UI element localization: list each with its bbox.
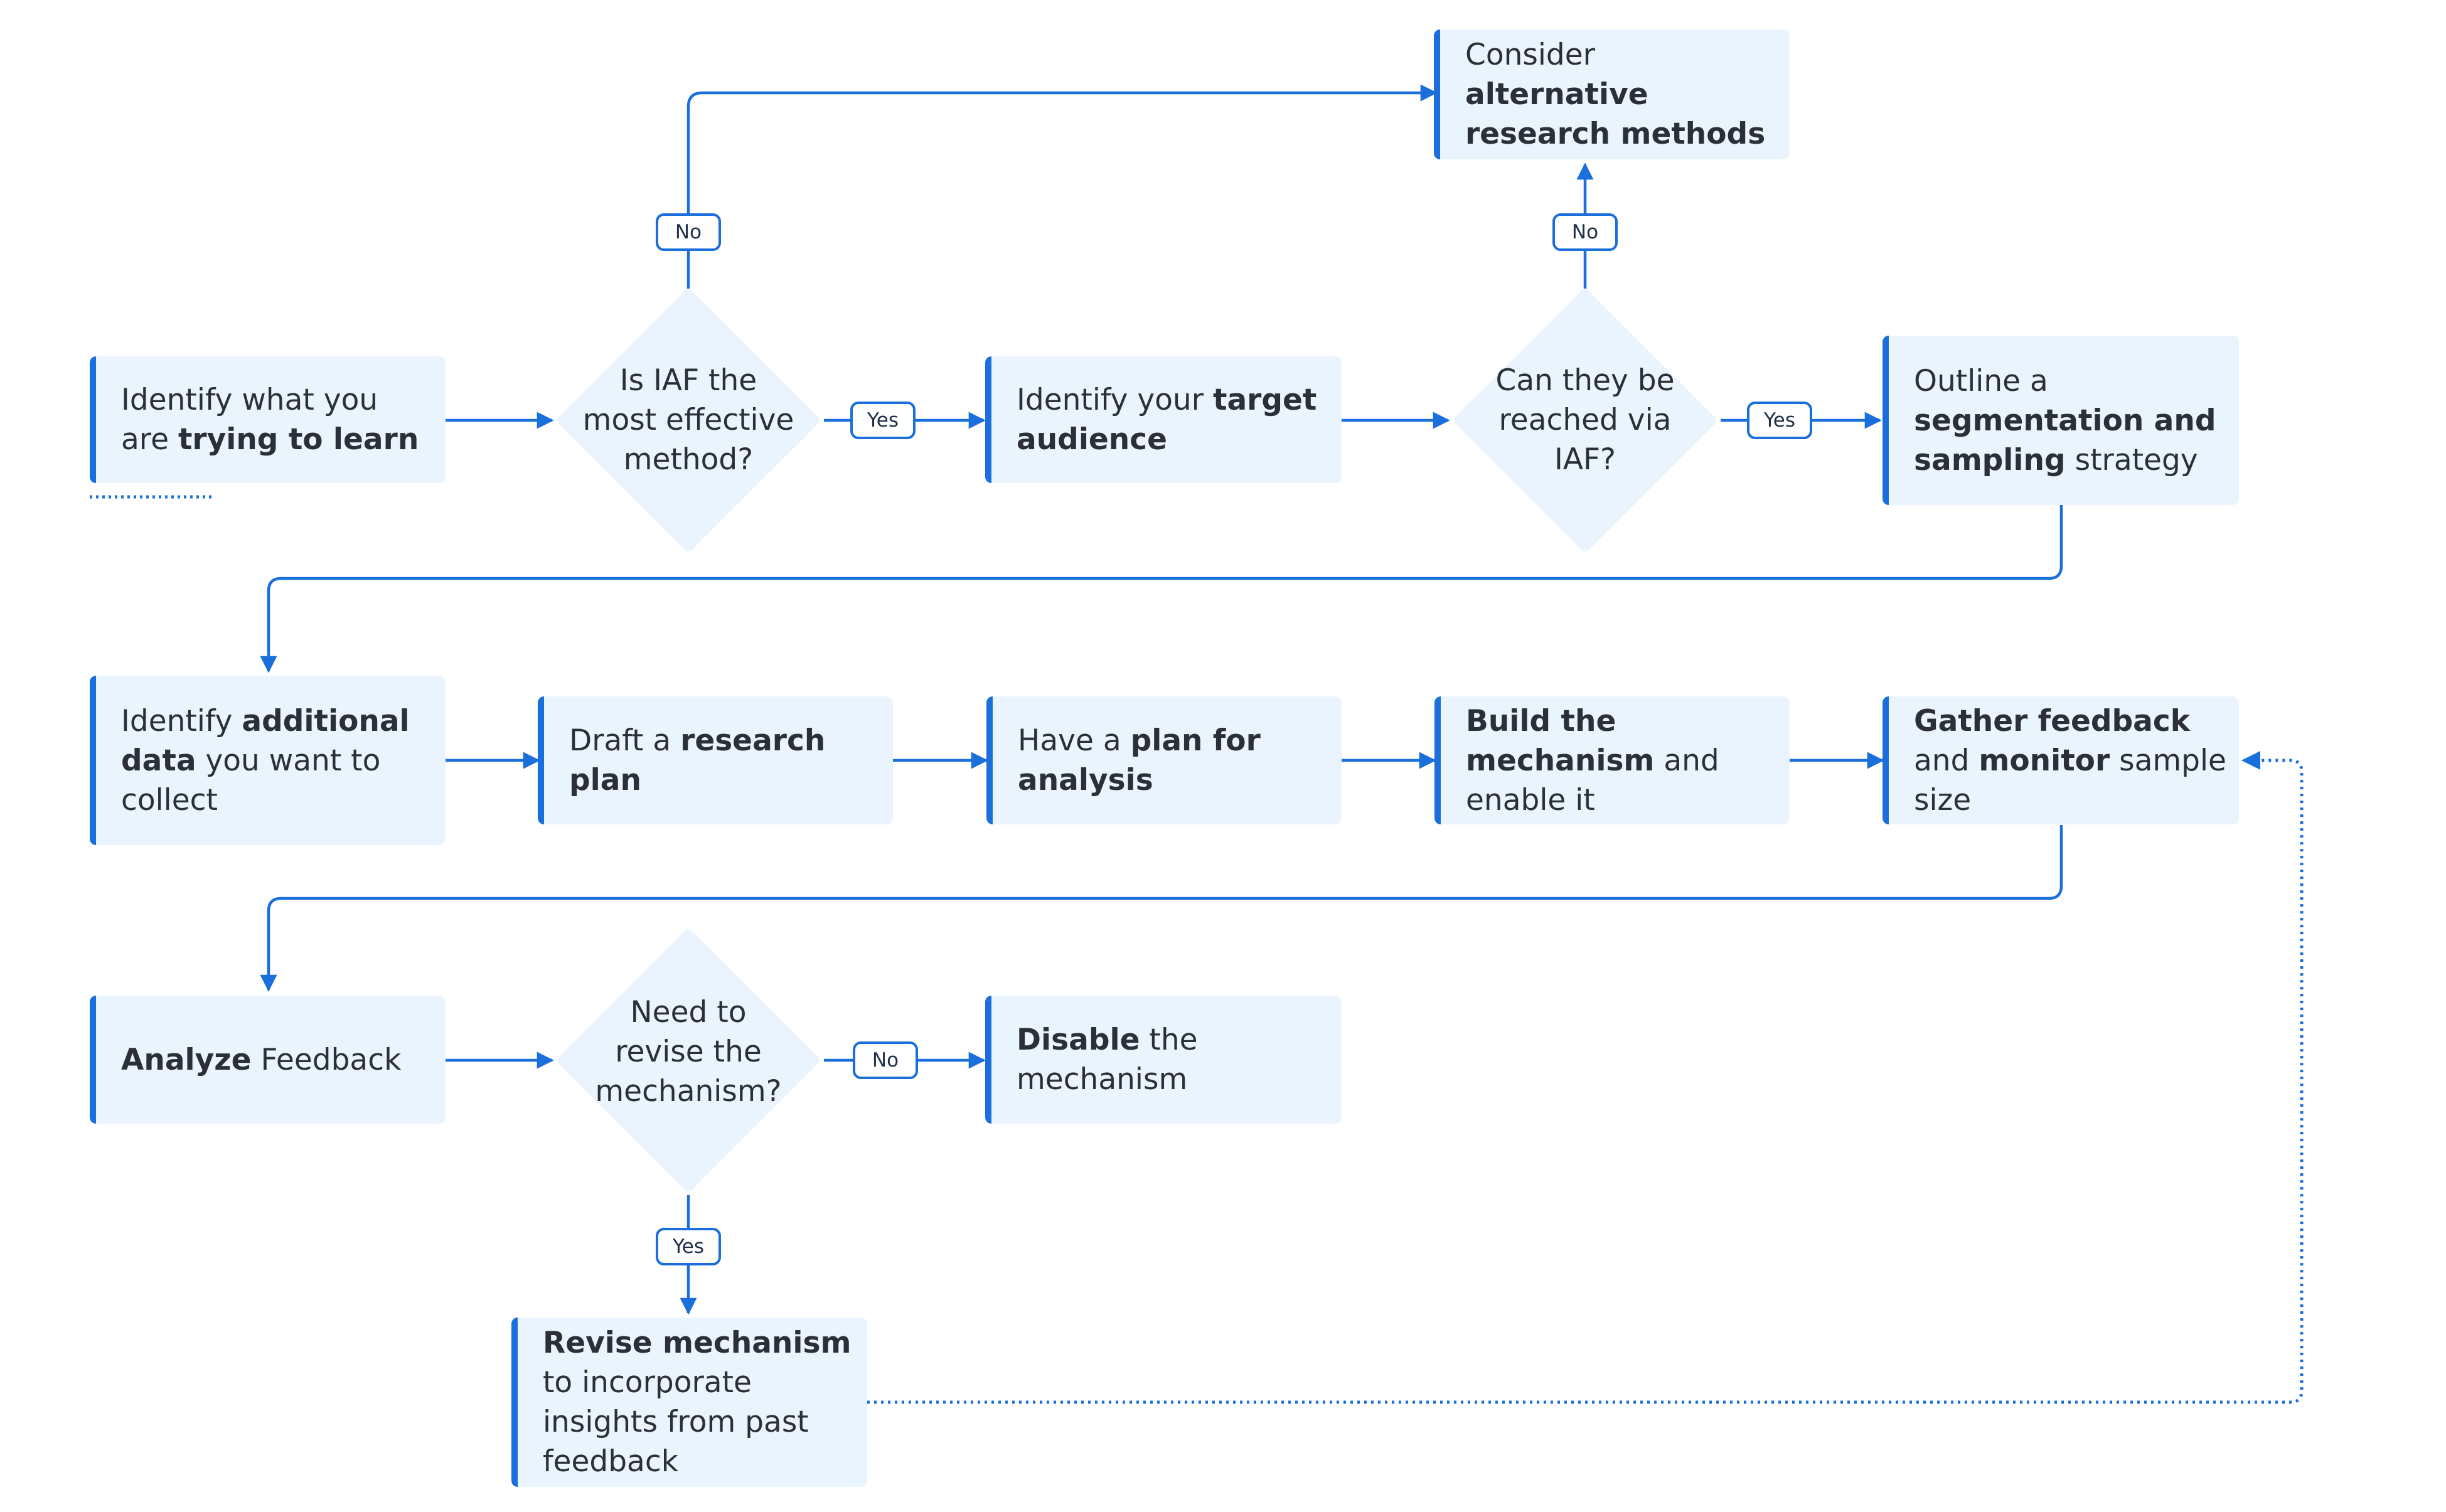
text: Outline a bbox=[1914, 363, 2048, 398]
text: strategy bbox=[2065, 442, 2198, 477]
text-bold: Revise mechanism bbox=[543, 1326, 852, 1360]
text: Feedback bbox=[251, 1042, 402, 1077]
text-bold: plan for analysis bbox=[1018, 723, 1261, 797]
arrow-decision1-no bbox=[686, 84, 1438, 289]
text: Consider bbox=[1465, 38, 1595, 72]
text: you want to collect bbox=[121, 743, 381, 817]
text-bold: segmentation and sampling bbox=[1914, 403, 2216, 477]
node-build-mechanism: Build the mechanism and enable it bbox=[1434, 696, 1790, 824]
text: the mechanism bbox=[1017, 1023, 1198, 1097]
node-research-plan: Draft a research plan bbox=[538, 696, 893, 824]
arrow-gather-to-analyze bbox=[260, 825, 2063, 992]
badge-no-revise: No bbox=[853, 1041, 918, 1079]
text-bold: target audience bbox=[1017, 383, 1317, 457]
text-bold: Gather feedback bbox=[1914, 703, 2190, 738]
text: Draft a bbox=[569, 723, 681, 758]
text-bold: additional data bbox=[121, 703, 410, 778]
badge-yes-reach: Yes bbox=[1747, 402, 1812, 439]
text-bold: monitor bbox=[1979, 743, 2110, 778]
text: sample size bbox=[1914, 743, 2226, 817]
node-analysis-plan: Have a plan for analysis bbox=[986, 696, 1342, 824]
badge-yes-iaf: Yes bbox=[850, 402, 916, 439]
node-analyze-feedback: Analyze Feedback bbox=[90, 996, 446, 1124]
text: to incorporate insights from past feedba… bbox=[543, 1365, 809, 1479]
node-disable-mechanism: Disable the mechanism bbox=[985, 996, 1342, 1124]
text-bold: Build the mechanism bbox=[1466, 703, 1655, 778]
node-target-audience: Identify your target audience bbox=[985, 356, 1342, 483]
text-bold: alternative research methods bbox=[1465, 77, 1766, 151]
node-consider-alternative: Consider alternative research methods bbox=[1434, 29, 1790, 159]
decision-label-reach: Can they be reached via IAF? bbox=[1495, 363, 1675, 477]
badge-yes-revise: Yes bbox=[656, 1228, 721, 1265]
badge-no-iaf: No bbox=[656, 213, 721, 251]
node-segmentation: Outline a segmentation and sampling stra… bbox=[1883, 336, 2239, 505]
badge-no-reach: No bbox=[1552, 213, 1618, 251]
text-bold: trying to learn bbox=[178, 422, 419, 457]
decision-label-revise: Need to revise the mechanism? bbox=[595, 995, 782, 1109]
text: Have a bbox=[1018, 723, 1131, 758]
text-bold: Analyze bbox=[121, 1042, 252, 1077]
text-bold: research plan bbox=[569, 723, 826, 797]
text-bold: Disable bbox=[1017, 1023, 1140, 1057]
text: Identify bbox=[121, 703, 242, 738]
text: Identify your bbox=[1017, 383, 1213, 417]
node-gather-feedback: Gather feedback and monitor sample size bbox=[1883, 696, 2239, 824]
text: and bbox=[1914, 743, 1979, 778]
text: Identify what you are bbox=[121, 383, 378, 457]
node-revise-mechanism: Revise mechanism to incorporate insights… bbox=[511, 1318, 867, 1487]
decision-label-iaf: Is IAF the most effective method? bbox=[582, 363, 794, 477]
node-additional-data: Identify additional data you want to col… bbox=[90, 676, 446, 845]
arrow-segmentation-to-additional bbox=[260, 505, 2063, 673]
node-identify-learn: Identify what you are trying to learn bbox=[90, 356, 446, 483]
text: and enable it bbox=[1466, 743, 1719, 817]
